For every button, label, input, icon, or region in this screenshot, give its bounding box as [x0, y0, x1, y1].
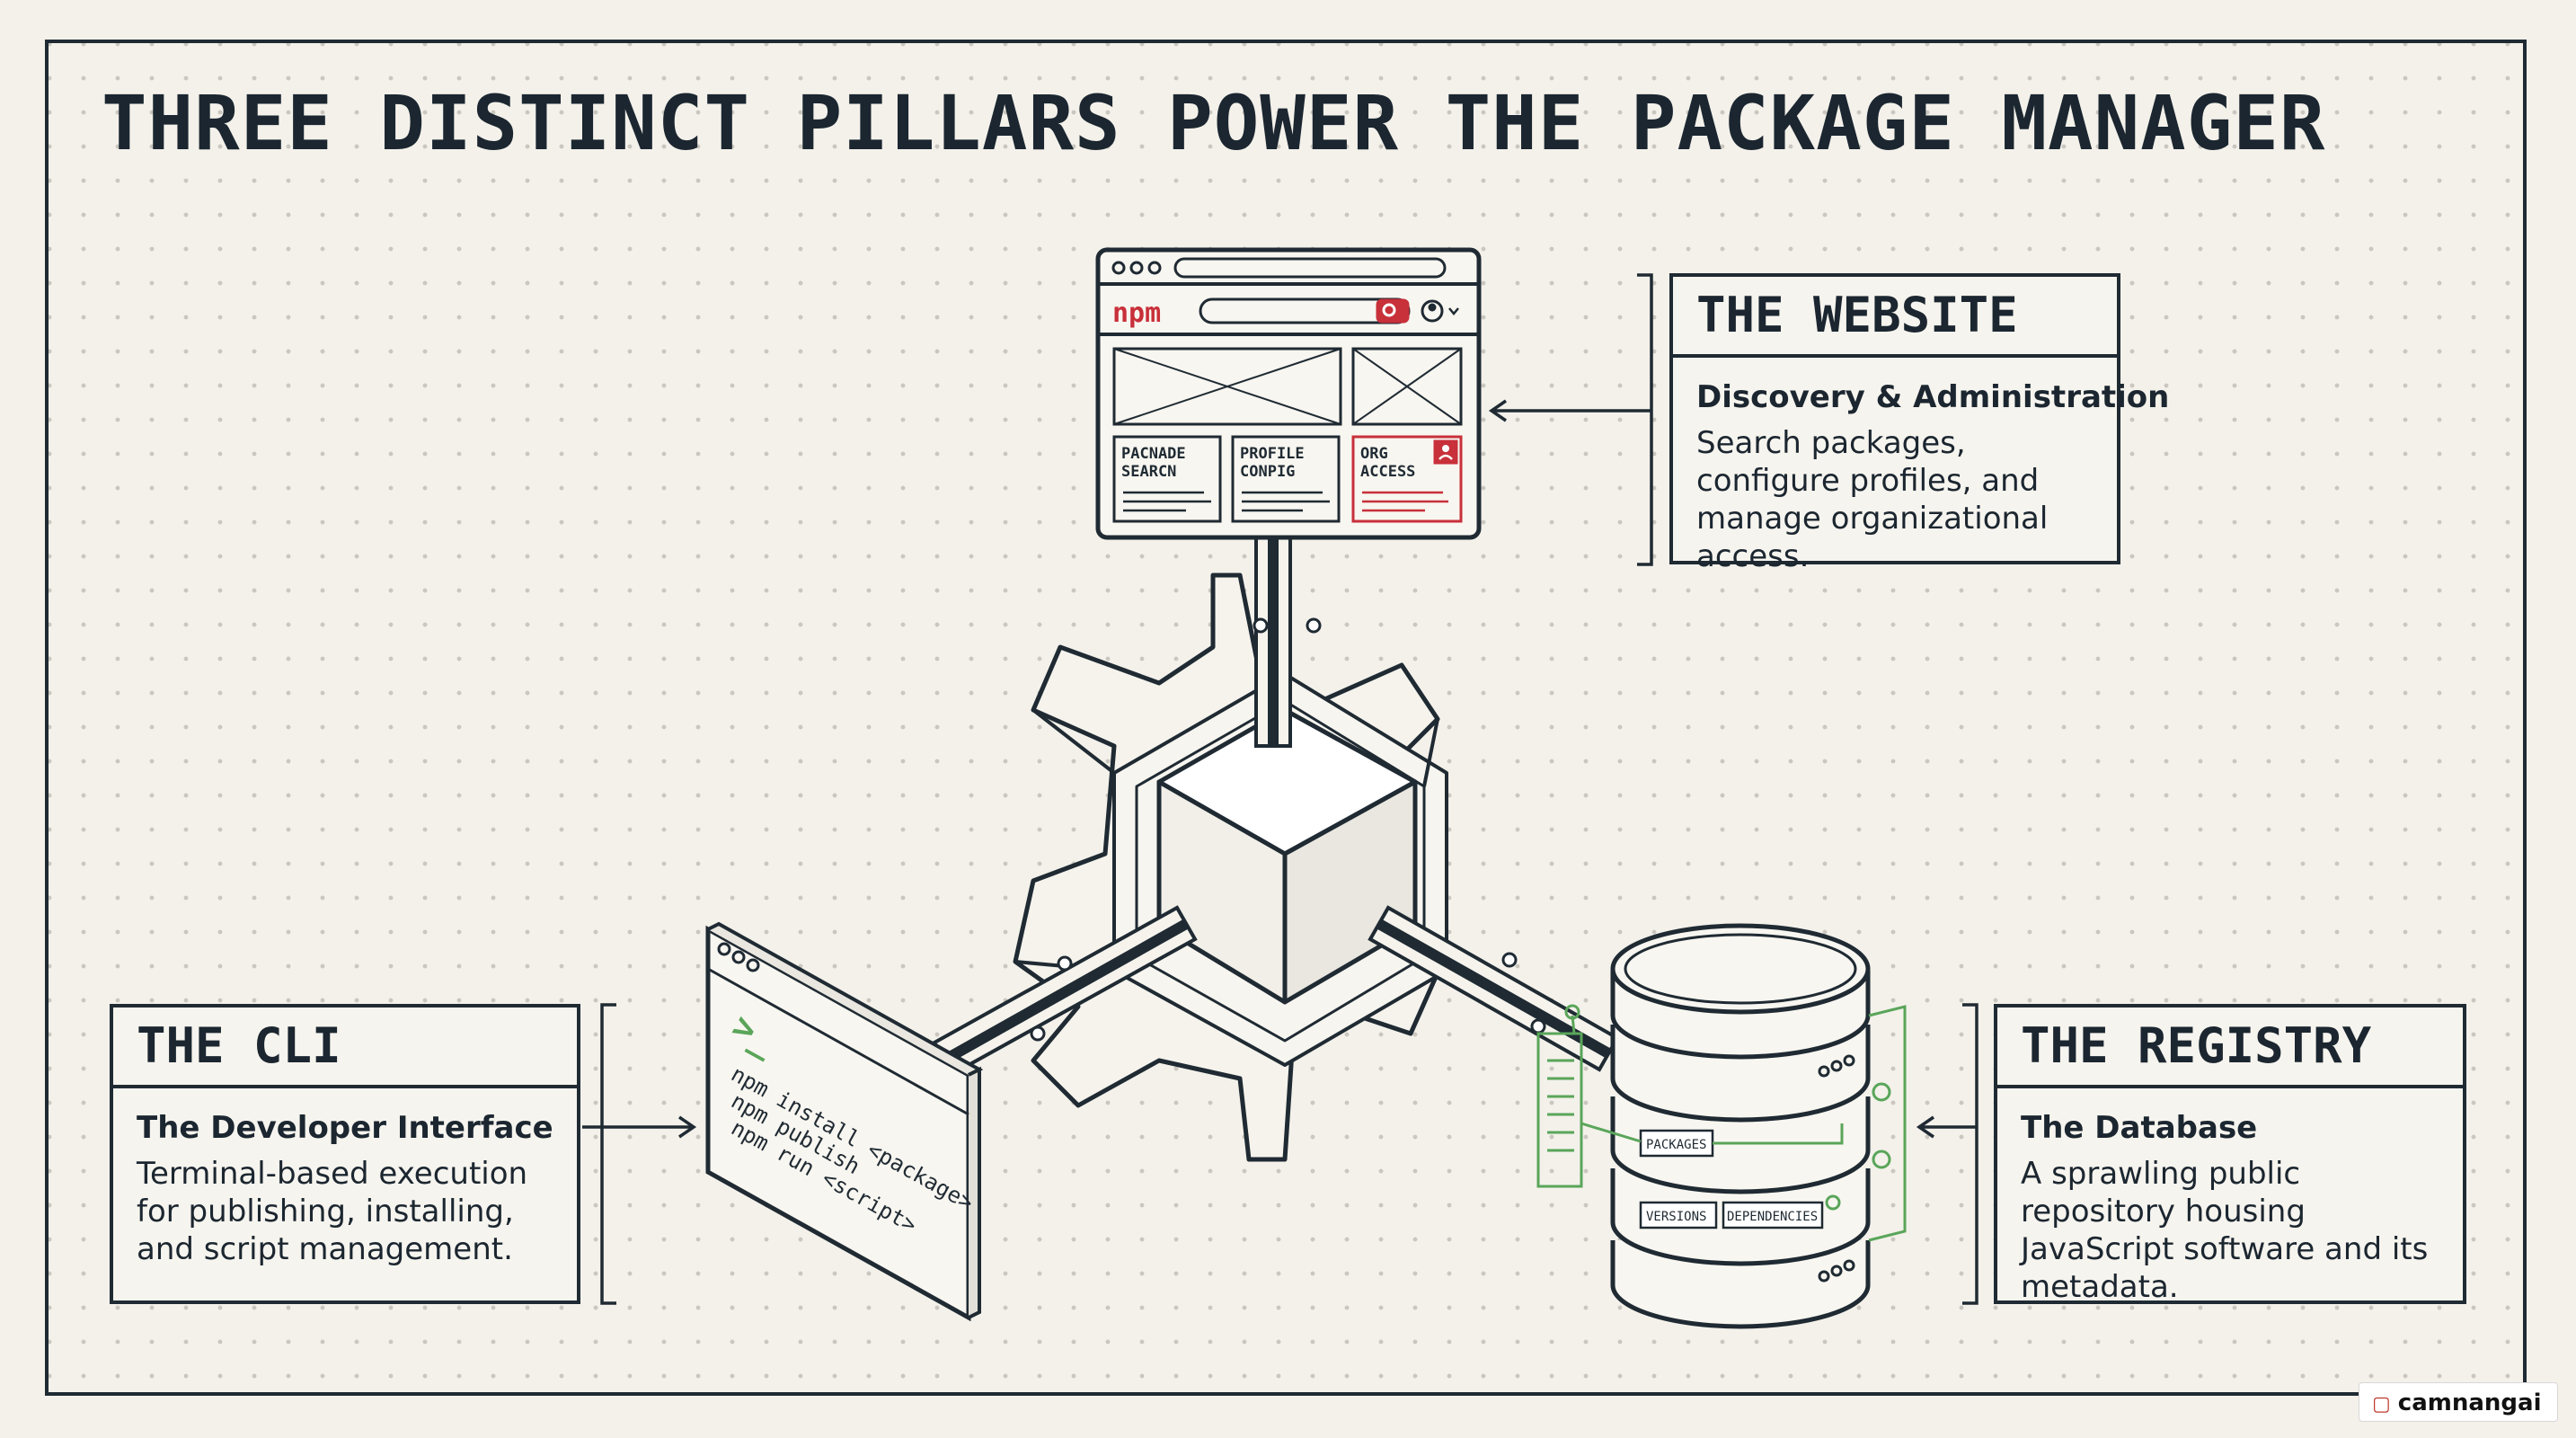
tile-org-line1: ORG — [1360, 445, 1388, 463]
cli-card-heading: THE CLI — [113, 1007, 577, 1088]
connector-annotations — [582, 273, 1978, 1305]
registry-database — [1610, 923, 1871, 1329]
website-card-description: Search packages, configure profiles, and… — [1696, 425, 2049, 574]
tile-org-line2: ACCESS — [1360, 463, 1415, 481]
tile-search-line1: PACNADE — [1121, 445, 1186, 463]
registry-metadata-overlay — [1536, 1004, 1907, 1242]
website-connector — [1253, 536, 1322, 748]
tile-search-line2: SEARCN — [1121, 463, 1176, 481]
registry-connector — [1368, 905, 1620, 1072]
npm-logo: npm — [1112, 297, 1161, 329]
website-browser — [1095, 247, 1482, 540]
registry-card: THE REGISTRY The Database A sprawling pu… — [1994, 1004, 2466, 1305]
website-card-heading: THE WEBSITE — [1673, 277, 2117, 358]
central-hub — [1013, 573, 1449, 1162]
website-card: THE WEBSITE Discovery & Administration S… — [1669, 273, 2170, 574]
cli-terminal — [705, 921, 984, 1322]
cli-card-subheading: The Developer Interface — [137, 1110, 553, 1146]
registry-card-description: A sprawling public repository housing Ja… — [2021, 1156, 2429, 1305]
registry-label-packages: PACKAGES — [1646, 1138, 1706, 1152]
registry-label-dependencies: DEPENDENCIES — [1727, 1210, 1818, 1224]
cli-card-description: Terminal-based execution for publishing,… — [137, 1156, 528, 1267]
tile-profile-line1: PROFILE — [1240, 445, 1305, 463]
registry-card-heading: THE REGISTRY — [1997, 1007, 2463, 1088]
registry-card-subheading: The Database — [2021, 1110, 2258, 1146]
watermark-badge: ▢ camnangai — [2359, 1382, 2558, 1422]
page-title: THREE DISTINCT PILLARS POWER THE PACKAGE… — [102, 79, 2326, 167]
tile-profile-line2: CONPIG — [1240, 463, 1295, 481]
website-card-subheading: Discovery & Administration — [1696, 379, 2170, 415]
watermark-text: camnangai — [2397, 1389, 2542, 1416]
registry-label-versions: VERSIONS — [1646, 1210, 1706, 1224]
book-icon: ▢ — [2372, 1393, 2391, 1416]
cli-card: THE CLI The Developer Interface Terminal… — [110, 1004, 580, 1304]
